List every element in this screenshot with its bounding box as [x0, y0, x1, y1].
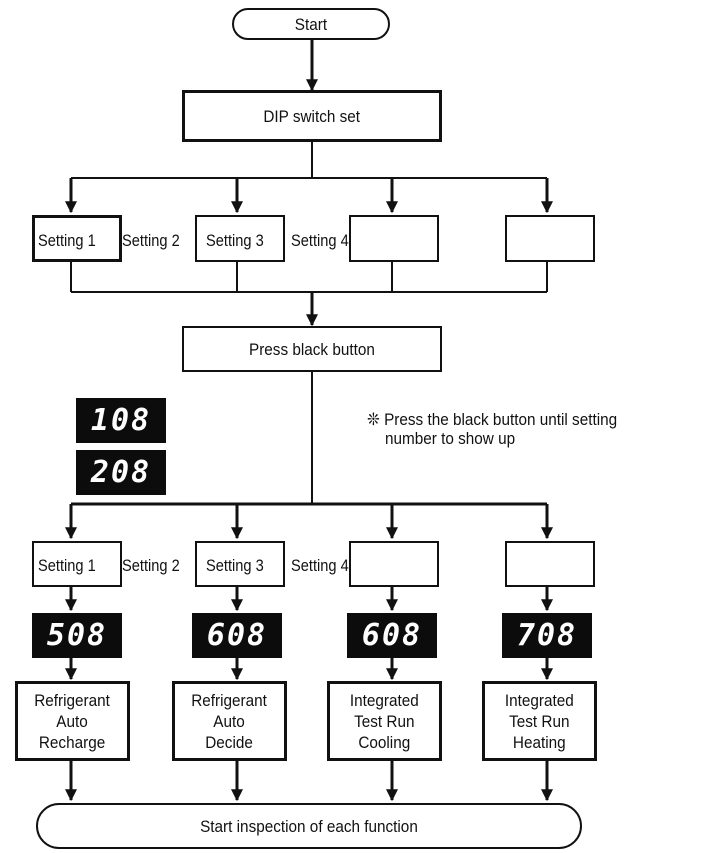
code-display-1: 508 [32, 613, 122, 658]
setting-box-3-row2 [349, 541, 439, 587]
press-button-label: Press black button [249, 339, 375, 359]
start-terminal: Start [232, 8, 390, 40]
note-symbol: ❊ [367, 410, 380, 429]
function-4-line2: Test Run [509, 711, 570, 731]
function-1-line2: Auto [56, 711, 89, 731]
function-box-2: Refrigerant Auto Decide [172, 681, 287, 761]
function-4-line1: Integrated [505, 690, 574, 710]
code-display-3: 608 [347, 613, 437, 658]
start-label: Start [294, 14, 328, 34]
setting-box-4-row1 [505, 215, 595, 262]
setting-box-1-row2 [32, 541, 122, 587]
setting-label-4-row2: Setting 4 [291, 556, 349, 575]
function-1-line3: Recharge [39, 732, 106, 752]
function-box-4: Integrated Test Run Heating [482, 681, 597, 761]
setting-box-3-row1 [349, 215, 439, 262]
setting-label-1-row2: Setting 1 [38, 556, 96, 575]
setting-box-1-row1 [32, 215, 122, 262]
function-2-line2: Auto [213, 711, 246, 731]
press-button-box: Press black button [182, 326, 442, 372]
function-3-line3: Cooling [358, 732, 411, 752]
function-2-line3: Decide [205, 732, 254, 752]
end-terminal: Start inspection of each function [36, 803, 582, 849]
function-2-line1: Refrigerant [191, 690, 268, 710]
function-3-line1: Integrated [350, 690, 419, 710]
setting-box-2-row2 [195, 541, 285, 587]
function-4-line3: Heating [513, 732, 566, 752]
function-box-3: Integrated Test Run Cooling [327, 681, 442, 761]
display-example-2: 208 [76, 450, 166, 495]
code-display-2: 608 [192, 613, 282, 658]
note-line1: Press the black button until setting [384, 410, 618, 429]
setting-box-4-row2 [505, 541, 595, 587]
setting-label-3-row1: Setting 3 [206, 231, 264, 250]
dip-switch-label: DIP switch set [263, 106, 361, 126]
setting-box-2-row1 [195, 215, 285, 262]
function-box-1: Refrigerant Auto Recharge [15, 681, 130, 761]
note-line2: number to show up [385, 429, 516, 448]
setting-label-3-row2: Setting 3 [206, 556, 264, 575]
end-label: Start inspection of each function [200, 816, 418, 836]
function-1-line1: Refrigerant [34, 690, 111, 710]
setting-label-4-row1: Setting 4 [291, 231, 349, 250]
setting-label-2-row2: Setting 2 [122, 556, 180, 575]
dip-switch-box: DIP switch set [182, 90, 442, 142]
setting-label-1-row1: Setting 1 [38, 231, 96, 250]
note: ❊ Press the black button until setting n… [367, 410, 678, 448]
display-example-1: 108 [76, 398, 166, 443]
function-3-line2: Test Run [354, 711, 415, 731]
code-display-4: 708 [502, 613, 592, 658]
setting-label-2-row1: Setting 2 [122, 231, 180, 250]
